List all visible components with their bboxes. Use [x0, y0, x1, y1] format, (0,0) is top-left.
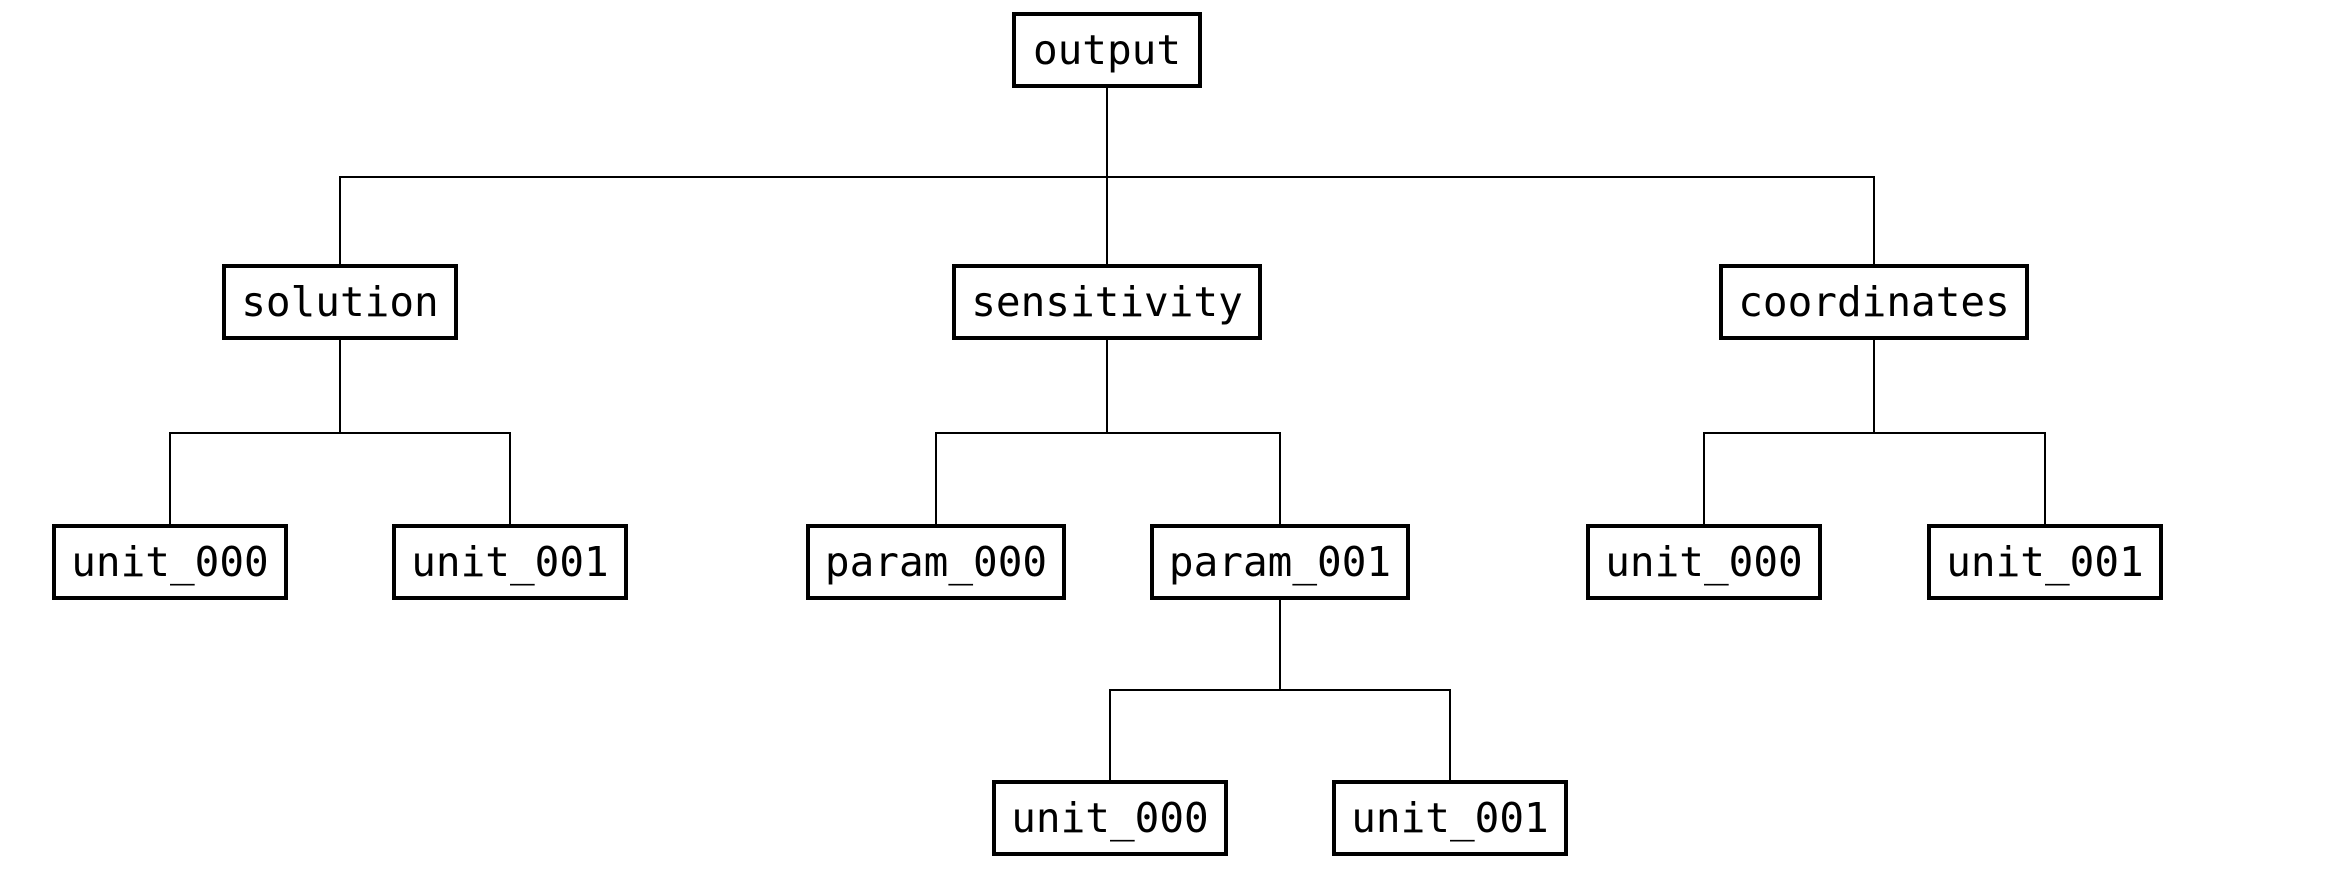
node-solution-unit-001: unit_001 — [392, 524, 628, 600]
node-solution-unit-000: unit_000 — [52, 524, 288, 600]
node-sensitivity-param-001-unit-000: unit_000 — [992, 780, 1228, 856]
node-sensitivity: sensitivity — [952, 264, 1262, 340]
node-sensitivity-param-001-unit-001: unit_001 — [1332, 780, 1568, 856]
node-sensitivity-param-000: param_000 — [806, 524, 1066, 600]
node-coordinates-unit-000: unit_000 — [1586, 524, 1822, 600]
node-output: output — [1012, 12, 1202, 88]
node-coordinates: coordinates — [1719, 264, 2029, 340]
node-sensitivity-param-001: param_001 — [1150, 524, 1410, 600]
node-coordinates-unit-001: unit_001 — [1927, 524, 2163, 600]
node-solution: solution — [222, 264, 458, 340]
